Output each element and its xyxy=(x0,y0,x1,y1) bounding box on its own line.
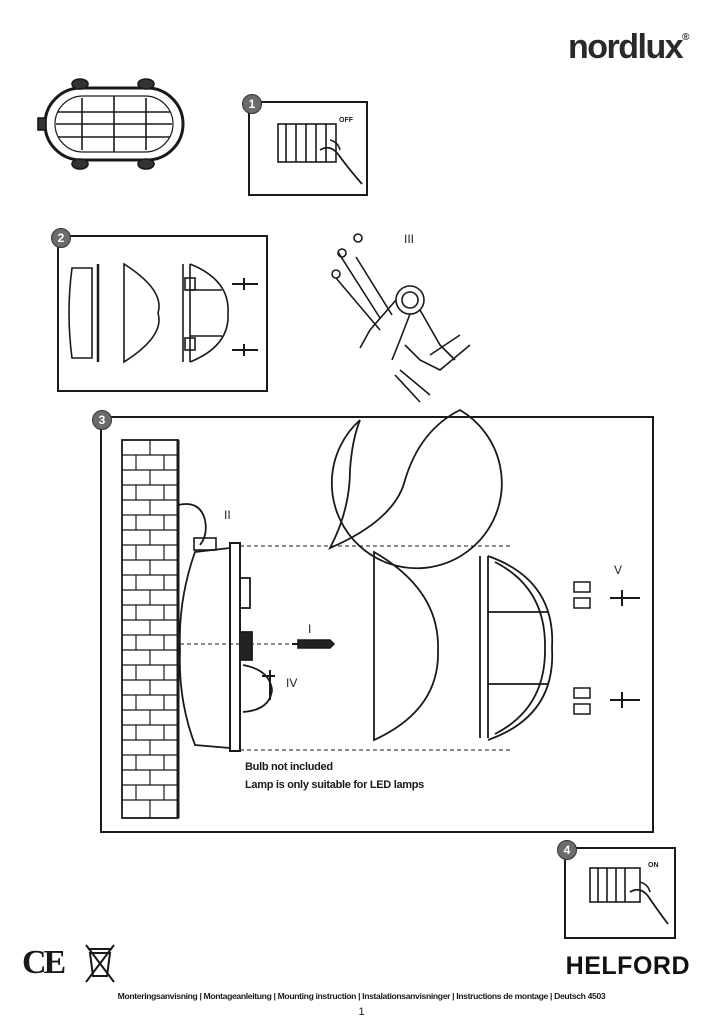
diffuser-illustration xyxy=(373,550,439,742)
part-label-iv: IV xyxy=(286,676,298,690)
part-label-iii: III xyxy=(404,232,415,246)
switch-on-label: ON xyxy=(648,862,659,869)
switch-off-illustration xyxy=(277,123,363,185)
product-name: HELFORD xyxy=(565,952,690,980)
step-badge-1: 1 xyxy=(242,94,262,114)
ce-mark: CE xyxy=(22,944,66,981)
wiring-detail-bubble xyxy=(328,233,503,570)
step-badge-4: 4 xyxy=(557,840,577,860)
part-label-ii: II xyxy=(224,508,231,522)
switch-on-illustration xyxy=(589,867,669,925)
step2-parts-illustration xyxy=(68,262,258,364)
step-badge-2: 2 xyxy=(51,228,71,248)
led-note: Lamp is only suitable for LED lamps xyxy=(245,779,424,791)
part-label-i: I xyxy=(308,622,312,636)
cage-illustration xyxy=(479,555,554,741)
page-number: 1 xyxy=(358,1006,365,1018)
brand-logo: nordlux® xyxy=(568,28,690,66)
part-label-v: V xyxy=(614,563,623,577)
footer-languages: Monteringsanvisning | Montageanleitung |… xyxy=(117,991,606,1001)
lamp-overview-illustration xyxy=(37,78,185,170)
weee-bin-icon xyxy=(85,944,115,983)
step-badge-3: 3 xyxy=(92,410,112,430)
cage-screws-illustration xyxy=(573,581,640,715)
bulb-note: Bulb not included xyxy=(245,761,333,773)
switch-off-label: OFF xyxy=(339,117,353,124)
lamp-base-illustration xyxy=(178,542,275,752)
